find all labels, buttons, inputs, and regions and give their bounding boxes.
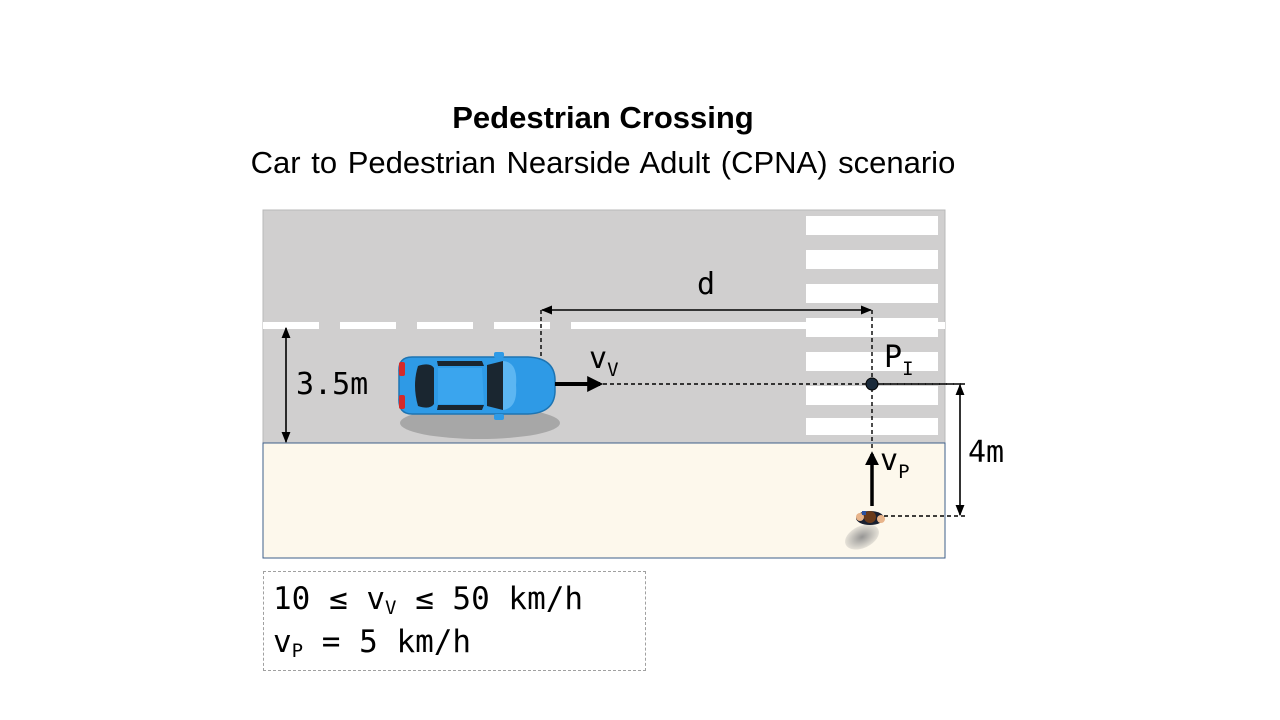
- speed-conditions-box: 10 ≤ vV ≤ 50 km/h vP = 5 km/h: [263, 571, 646, 671]
- sidewalk: [262, 442, 946, 559]
- lane-width-label: 3.5m: [296, 367, 368, 402]
- impact-point-subscript: I: [902, 358, 913, 380]
- car-icon: [398, 352, 560, 439]
- pedestrian-velocity-subscript: P: [898, 461, 909, 483]
- pedestrian-distance-label: 4m: [968, 435, 1004, 470]
- pedestrian-velocity-label: vP: [880, 443, 910, 483]
- impact-point-label: PI: [884, 340, 914, 380]
- distance-label: d: [697, 267, 715, 302]
- vehicle-speed-range: 10 ≤ vV ≤ 50 km/h: [273, 581, 584, 619]
- diagram-subtitle: Car to Pedestrian Nearside Adult (CPNA) …: [250, 145, 956, 180]
- diagram-title: Pedestrian Crossing: [452, 100, 754, 135]
- vehicle-velocity-label: vV: [589, 341, 619, 381]
- impact-point-marker: [865, 377, 879, 391]
- vehicle-velocity-subscript: V: [607, 359, 618, 381]
- pedestrian-speed: vP = 5 km/h: [273, 624, 472, 662]
- pedestrian-icon: [845, 511, 885, 550]
- lane-marking: [263, 322, 945, 329]
